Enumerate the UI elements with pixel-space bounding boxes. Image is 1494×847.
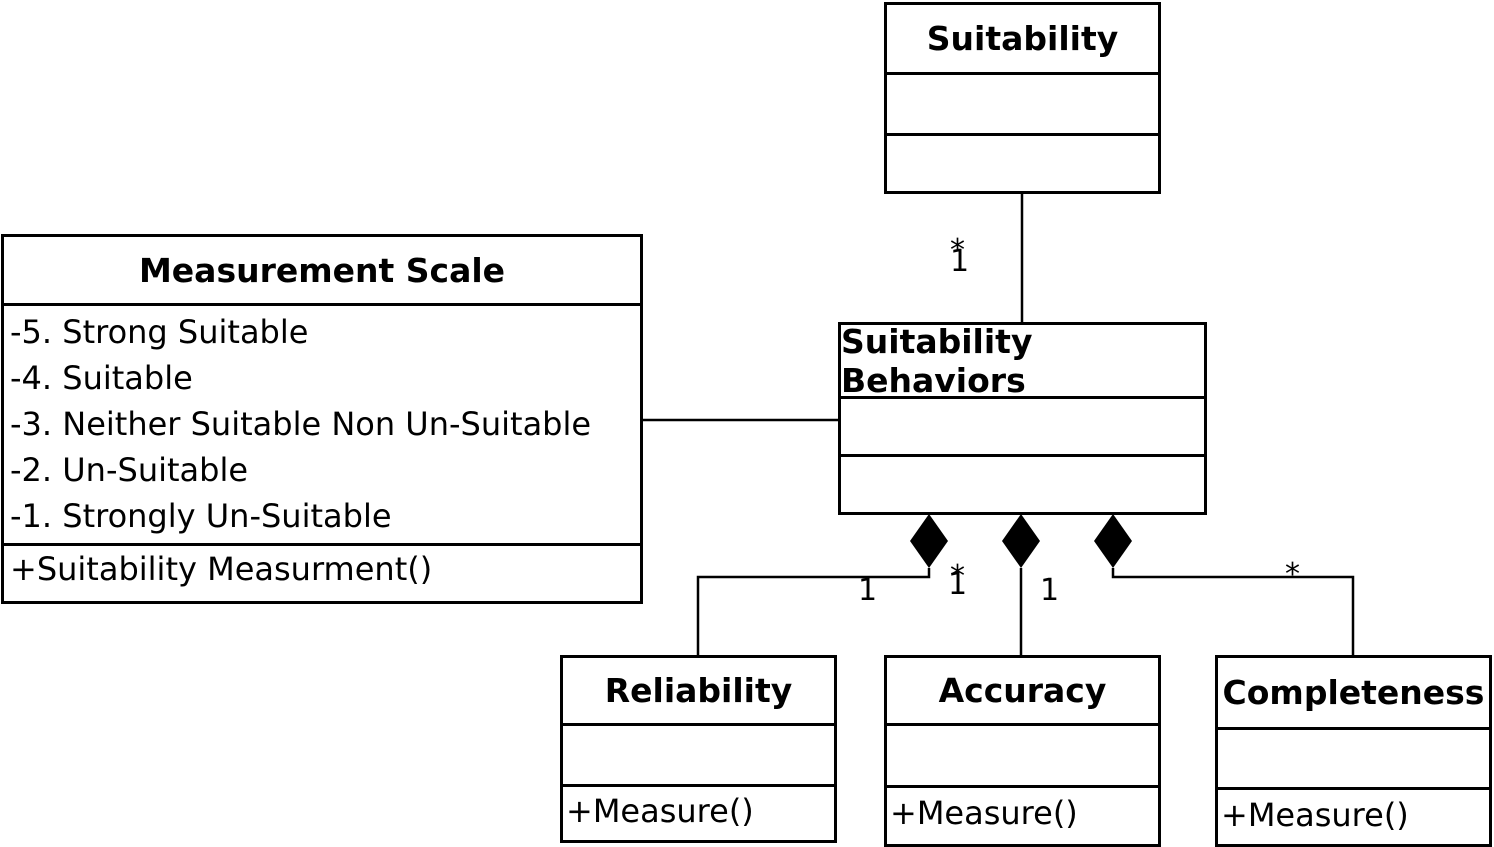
class-reliability-title: Reliability: [563, 658, 834, 726]
multiplicity-star: *: [1285, 557, 1300, 592]
multiplicity-star: *: [950, 559, 965, 594]
multiplicity-star: *: [950, 233, 965, 268]
composition-diamond-accuracy: [1002, 514, 1040, 568]
class-reliability-attributes: [563, 726, 834, 787]
scale-attribute: -1. Strongly Un-Suitable: [10, 497, 392, 535]
multiplicity-one: 1: [858, 573, 878, 608]
class-suitability-attributes: [887, 75, 1158, 136]
class-accuracy-operations: +Measure(): [887, 788, 1158, 838]
class-measurement-scale-operations: +Suitability Measurment(): [4, 546, 640, 592]
scale-attribute: -3. Neither Suitable Non Un-Suitable: [10, 405, 592, 443]
class-accuracy-attributes: [887, 726, 1158, 788]
class-completeness-operations: +Measure(): [1218, 790, 1489, 840]
scale-attribute: -5. Strong Suitable: [10, 313, 309, 351]
class-measurement-scale[interactable]: Measurement Scale -5. Strong Suitable -4…: [1, 234, 643, 604]
class-reliability[interactable]: Reliability +Measure(): [560, 655, 837, 843]
class-accuracy-title: Accuracy: [887, 658, 1158, 726]
composition-diamond-completeness: [1094, 514, 1132, 568]
class-suitability-behaviors-attributes: [841, 399, 1204, 457]
class-suitability-behaviors[interactable]: Suitability Behaviors: [838, 322, 1207, 515]
multiplicity-one: 1: [948, 567, 968, 602]
class-reliability-operations: +Measure(): [563, 787, 834, 835]
class-accuracy[interactable]: Accuracy +Measure(): [884, 655, 1161, 847]
composition-diamond-reliability: [910, 514, 948, 568]
reliability-operation: +Measure(): [566, 792, 754, 830]
completeness-operation: +Measure(): [1221, 796, 1409, 834]
scale-attribute: -4. Suitable: [10, 359, 193, 397]
class-completeness-title: Completeness: [1218, 658, 1489, 730]
class-completeness[interactable]: Completeness +Measure(): [1215, 655, 1492, 847]
class-measurement-scale-attributes: -5. Strong Suitable -4. Suitable -3. Nei…: [4, 306, 640, 546]
multiplicity-one: 1: [1040, 573, 1060, 608]
composition-line-reliability: [696, 568, 931, 656]
class-measurement-scale-title: Measurement Scale: [4, 237, 640, 306]
accuracy-operation: +Measure(): [890, 794, 1078, 832]
class-suitability[interactable]: Suitability: [884, 2, 1161, 194]
composition-line-completeness: [1111, 568, 1355, 656]
class-completeness-attributes: [1218, 730, 1489, 790]
class-suitability-behaviors-title: Suitability Behaviors: [841, 322, 1204, 400]
multiplicity-one: 1: [950, 244, 970, 279]
scale-attribute: -2. Un-Suitable: [10, 451, 249, 489]
scale-operation: +Suitability Measurment(): [10, 550, 433, 588]
class-suitability-title: Suitability: [887, 5, 1158, 75]
